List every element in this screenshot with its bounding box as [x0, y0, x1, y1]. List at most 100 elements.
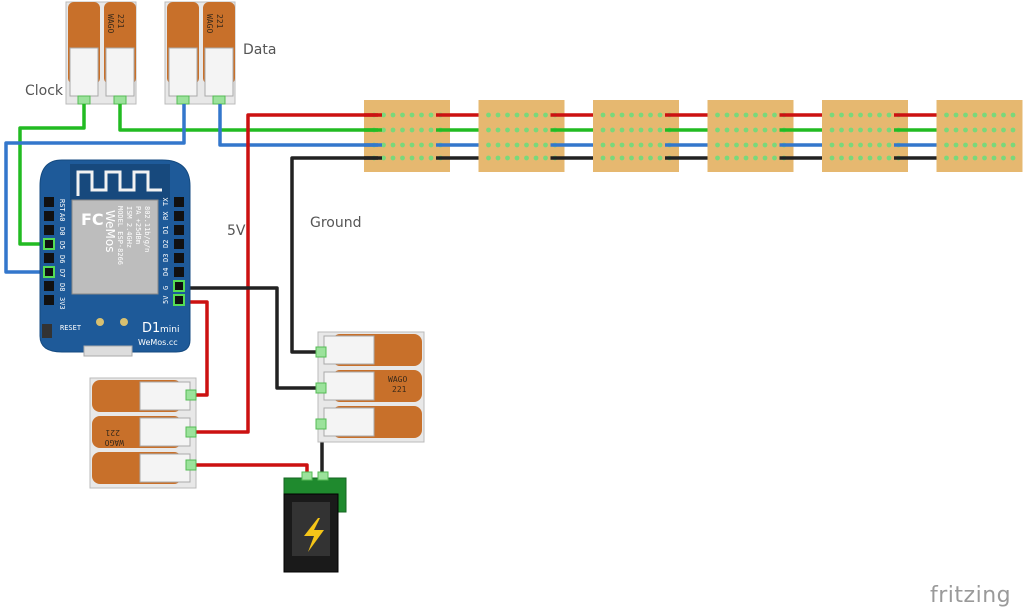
- strip-pad: [724, 142, 730, 148]
- strip-pad: [486, 112, 491, 118]
- strip-pad: [753, 142, 758, 148]
- strip-pad: [743, 127, 749, 133]
- strip-pad: [505, 155, 510, 161]
- strip-pad: [944, 155, 949, 161]
- wago-connector-clock: WAGO 221: [65, 1, 137, 105]
- strip-pad: [982, 127, 987, 133]
- strip-pad: [972, 112, 978, 118]
- right-pin: [174, 211, 184, 221]
- wemos-d1-mini-board: FC WeMos MODEL ESP-8266 ISM 2.4GHz PA +2…: [39, 159, 191, 357]
- board-model-text: D1: [142, 321, 160, 336]
- strip-pad: [600, 127, 606, 133]
- wire-ground-black: [290, 156, 378, 354]
- strip-pad: [886, 127, 892, 133]
- fcc-logo: FC: [81, 210, 104, 229]
- strip-pad: [543, 127, 548, 133]
- strip-pad: [858, 127, 863, 133]
- wire-5v-red-board: [178, 300, 209, 397]
- strip-pad: [428, 142, 434, 148]
- left-pin: [44, 267, 54, 277]
- wago-data-brand: WAGO: [205, 14, 214, 33]
- strip-pad: [638, 112, 644, 118]
- strip-pad: [629, 112, 634, 118]
- strip-pad: [953, 155, 959, 161]
- strip-pad: [944, 127, 949, 133]
- strip-pad: [772, 155, 777, 161]
- strip-pad: [1001, 155, 1006, 161]
- wago-connector-data: WAGO 221: [164, 1, 236, 105]
- strip-pad: [715, 155, 720, 161]
- strip-pad: [991, 142, 997, 148]
- strip-pad: [419, 112, 424, 118]
- strip-pad: [600, 142, 606, 148]
- left-pin: [44, 253, 54, 263]
- strip-pad: [505, 112, 510, 118]
- strip-pad: [1001, 127, 1006, 133]
- strip-pad: [724, 127, 730, 133]
- strip-pad: [400, 112, 405, 118]
- wago-5v-brand: WAGO: [105, 438, 124, 447]
- strip-pad: [648, 142, 653, 148]
- wago-clock-model: 221: [116, 14, 125, 29]
- right-pin-connected: [173, 280, 185, 292]
- strip-pad: [839, 155, 844, 161]
- strip-pad: [982, 112, 987, 118]
- strip-pad: [648, 155, 653, 161]
- strip-pad: [743, 112, 749, 118]
- strip-pad: [419, 155, 424, 161]
- left-pin-connected: [43, 266, 55, 278]
- strip-pad: [629, 155, 634, 161]
- strip-pad: [381, 127, 386, 133]
- wago-connector-ground: WAGO 221: [315, 331, 425, 443]
- strip-pad: [657, 112, 663, 118]
- left-pin-label: D6: [58, 255, 66, 263]
- strip-pad: [829, 155, 835, 161]
- strip-segment: [707, 100, 794, 172]
- strip-segment: [822, 100, 908, 172]
- wire-data-blue-strip: [218, 104, 378, 147]
- chip-line-3: PA +25dBm: [134, 206, 142, 244]
- wire-clock-green: [18, 104, 86, 246]
- strip-pad: [762, 142, 768, 148]
- strip-pad: [972, 142, 978, 148]
- strip-pad: [610, 155, 615, 161]
- strip-pad: [524, 142, 529, 148]
- strip-pad: [381, 142, 386, 148]
- strip-pad: [610, 112, 615, 118]
- strip-pad: [944, 142, 949, 148]
- strip-pad: [409, 142, 415, 148]
- strip-pad: [428, 155, 434, 161]
- strip-pad: [1010, 112, 1016, 118]
- usb-port: [83, 345, 133, 357]
- strip-pad: [543, 155, 548, 161]
- strip-pad: [829, 142, 835, 148]
- strip-pad: [390, 155, 396, 161]
- strip-pad: [715, 127, 720, 133]
- wago-connector-5v: 221 WAGO: [89, 377, 197, 489]
- strip-pad: [648, 112, 653, 118]
- strip-pad: [839, 142, 844, 148]
- left-pin-label: 3V3: [58, 297, 66, 310]
- strip-pad: [524, 127, 529, 133]
- mount-hole-left: [96, 318, 104, 326]
- strip-pad: [514, 142, 520, 148]
- strip-pad: [743, 155, 749, 161]
- strip-pad: [982, 142, 987, 148]
- strip-pad: [848, 112, 854, 118]
- strip-pad: [619, 112, 625, 118]
- right-pin-label: 5V: [162, 295, 170, 304]
- wire-5v-red-jack: [195, 463, 309, 478]
- strip-pad: [877, 155, 882, 161]
- strip-pad: [867, 155, 873, 161]
- strip-pad: [839, 127, 844, 133]
- strip-pad: [734, 127, 739, 133]
- strip-pad: [400, 142, 405, 148]
- strip-pad: [533, 155, 539, 161]
- strip-pad: [428, 112, 434, 118]
- strip-pad: [991, 127, 997, 133]
- reset-button[interactable]: [42, 324, 52, 338]
- strip-pad: [715, 142, 720, 148]
- strip-pad: [734, 142, 739, 148]
